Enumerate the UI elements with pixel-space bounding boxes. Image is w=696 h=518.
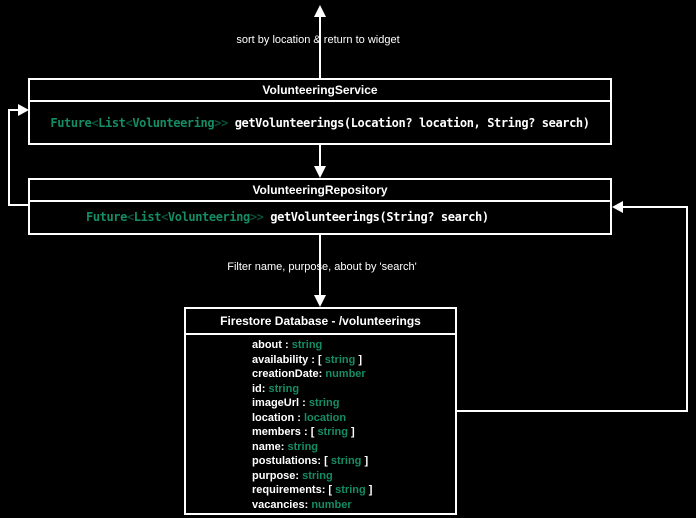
connector-firestore-return-bottom: [457, 410, 688, 412]
connector-repo-return-bottom: [8, 204, 28, 206]
firestore-field-row: members : [ string ]: [252, 426, 355, 438]
firestore-field-row: requirements: [ string ]: [252, 484, 373, 496]
connector-repo-return-top: [8, 109, 20, 111]
connector-firestore-return-vertical: [686, 206, 688, 412]
firestore-field-row: id: string: [252, 382, 300, 395]
node-volunteering-repository-title: VolunteeringRepository: [30, 180, 610, 202]
firestore-field-list: about : string availability : [ string ] c…: [186, 335, 455, 512]
label-filter-search: Filter name, purpose, about by 'search': [227, 261, 417, 273]
connector-repository-to-firestore: [319, 235, 321, 296]
firestore-field-row: creationDate: number: [252, 368, 366, 380]
node-firestore-database: Firestore Database - /volunteerings abou…: [184, 307, 457, 515]
node-firestore-database-title: Firestore Database - /volunteerings: [186, 309, 455, 335]
firestore-field-row: name: string: [252, 440, 319, 453]
service-method-signature: Future<List<Volunteering>> getVolunteeri…: [50, 115, 590, 130]
firestore-field-row: location : location: [252, 411, 347, 424]
arrowhead-left-icon: [612, 201, 623, 213]
node-volunteering-service: VolunteeringService Future<List<Voluntee…: [28, 78, 612, 145]
connector-firestore-return-top: [622, 206, 686, 208]
connector-service-to-repository: [319, 145, 321, 167]
node-volunteering-service-title: VolunteeringService: [30, 80, 610, 102]
firestore-field-row: imageUrl : string: [252, 397, 340, 409]
repository-method-signature: Future<List<Volunteering>> getVolunteeri…: [86, 209, 489, 224]
firestore-field-row: availability : [ string ]: [252, 353, 363, 366]
node-volunteering-repository: VolunteeringRepository Future<List<Volun…: [28, 178, 612, 235]
firestore-field-row: purpose: string: [252, 469, 333, 482]
arrowhead-up-icon: [314, 5, 326, 17]
firestore-field-row: about : string: [252, 339, 323, 351]
firestore-field-row: vacancies: number: [252, 498, 352, 511]
connector-service-to-widget: [319, 16, 321, 78]
arrowhead-down-icon: [314, 295, 326, 307]
connector-repo-return-vertical: [8, 109, 10, 206]
firestore-field-row: postulations: [ string ]: [252, 455, 369, 467]
label-sort-return: sort by location & return to widget: [236, 34, 400, 46]
arrowhead-right-icon: [18, 104, 29, 116]
arrowhead-down-icon: [314, 166, 326, 178]
